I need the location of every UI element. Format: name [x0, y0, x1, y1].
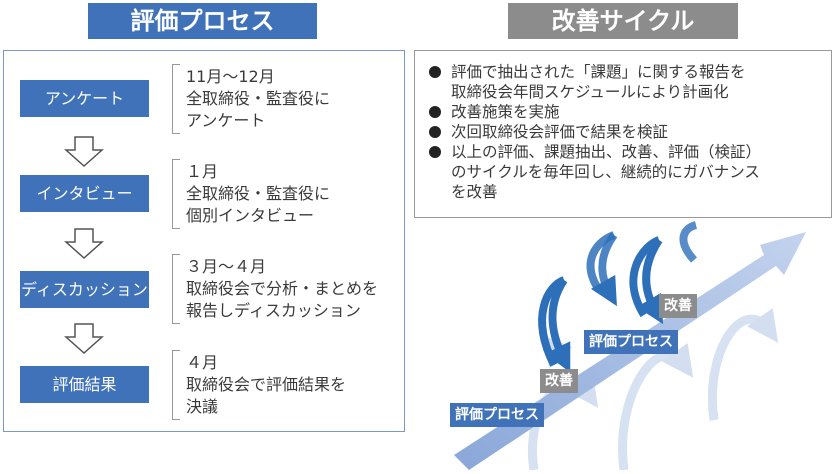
bullet-icon	[429, 146, 441, 158]
improvement-cycle-graphic: 評価プロセス 改善 評価プロセス 改善	[414, 220, 832, 471]
step-interview-target: 全取締役・監査役に	[186, 184, 331, 203]
bullet-line: を改善	[451, 183, 498, 201]
bullet-line: のサイクルを毎年回し、継続的にガバナンス	[451, 163, 760, 181]
bracket	[172, 159, 180, 229]
cycle-label-improve: 改善	[659, 294, 697, 318]
bracket	[172, 254, 180, 324]
step-survey: アンケート	[20, 80, 149, 117]
step-interview-desc: １月 全取締役・監査役に 個別インタビュー	[186, 161, 330, 227]
bullet-line: 改善施策を実施	[451, 103, 560, 121]
step-interview-period: １月	[186, 162, 219, 181]
bullet-icon	[429, 66, 441, 78]
bullet-item: 改善施策を実施	[427, 102, 827, 122]
step-survey-method: アンケート	[186, 111, 266, 130]
bullet-line: 以上の評価、課題抽出、改善、評価（検証）	[451, 143, 762, 161]
step-discussion-period: ３月〜４月	[186, 257, 267, 276]
step-survey-period: 11月〜12月	[186, 67, 275, 86]
step-result: 評価結果	[20, 366, 149, 403]
step-result-desc: ４月 取締役会で評価結果を 決議	[186, 352, 346, 418]
bracket	[172, 64, 180, 134]
bullet-item: 次回取締役会評価で結果を検証	[427, 122, 827, 142]
down-arrow-icon	[64, 323, 104, 355]
cycle-label-improve: 改善	[540, 369, 578, 393]
step-result-line2: 取締役会で評価結果を	[186, 375, 347, 394]
step-discussion-line3: 報告しディスカッション	[186, 301, 361, 320]
step-discussion-desc: ３月〜４月 取締役会で分析・まとめを 報告しディスカッション	[186, 256, 378, 322]
down-arrow-icon	[64, 136, 104, 168]
spiral-front-loops	[538, 221, 698, 373]
cycle-header: 改善サイクル	[508, 3, 738, 39]
step-discussion-line2: 取締役会で分析・まとめを	[186, 279, 379, 298]
cycle-notes-panel: 評価で抽出された「課題」に関する報告を 取締役会年間スケジュールにより計画化 改…	[414, 50, 832, 218]
step-interview: インタビュー	[20, 175, 149, 212]
process-panel: アンケート 11月〜12月 全取締役・監査役に アンケート インタビュー １月 …	[3, 50, 405, 432]
bullet-icon	[429, 106, 441, 118]
bullet-line: 次回取締役会評価で結果を検証	[451, 123, 669, 141]
process-header: 評価プロセス	[88, 3, 317, 39]
step-survey-desc: 11月〜12月 全取締役・監査役に アンケート	[186, 66, 330, 132]
step-interview-method: 個別インタビュー	[186, 206, 315, 225]
bracket	[172, 350, 180, 420]
down-arrow-icon	[64, 228, 104, 260]
step-discussion: ディスカッション	[20, 271, 149, 308]
step-result-period: ４月	[186, 353, 219, 372]
bullet-item: 評価で抽出された「課題」に関する報告を 取締役会年間スケジュールにより計画化	[427, 62, 827, 102]
cycle-notes: 評価で抽出された「課題」に関する報告を 取締役会年間スケジュールにより計画化 改…	[427, 62, 827, 202]
cycle-label-process: 評価プロセス	[450, 403, 544, 427]
bullet-item: 以上の評価、課題抽出、改善、評価（検証） のサイクルを毎年回し、継続的にガバナン…	[427, 142, 827, 202]
step-result-line3: 決議	[186, 397, 219, 416]
step-survey-target: 全取締役・監査役に	[186, 89, 331, 108]
bullet-icon	[429, 126, 441, 138]
bullet-line: 評価で抽出された「課題」に関する報告を	[451, 63, 746, 81]
bullet-line: 取締役会年間スケジュールにより計画化	[451, 83, 729, 101]
cycle-label-process: 評価プロセス	[584, 330, 678, 354]
